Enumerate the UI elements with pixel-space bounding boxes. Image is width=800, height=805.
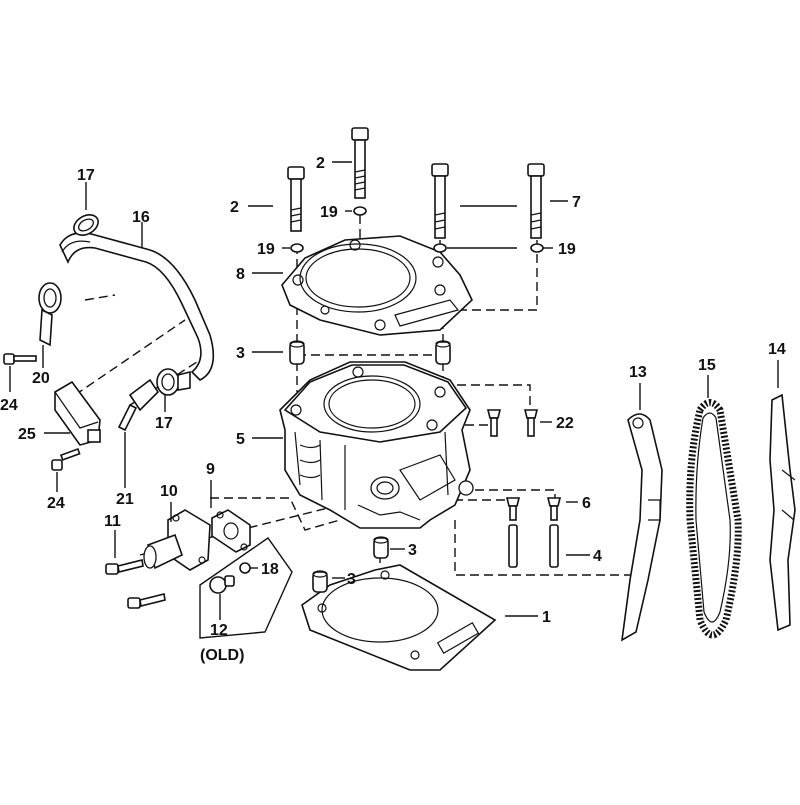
callout-20: 20: [32, 370, 50, 387]
old-parts-inset: [199, 537, 293, 639]
part-22-small-bolts: [486, 409, 539, 437]
callout-16: 16: [132, 209, 150, 226]
callout-8: 8: [236, 266, 245, 283]
part-5-cylinder-block: [279, 361, 474, 529]
part-15-timing-chain: [686, 399, 742, 639]
part-13-chain-guide: [620, 413, 663, 642]
part-7-bolts: [431, 163, 545, 239]
callout-12: 12: [210, 622, 228, 639]
callout-7: 7: [572, 194, 581, 211]
old-version-label: (OLD): [200, 647, 244, 664]
part-20-bracket: [38, 282, 62, 347]
callout-22: 22: [556, 415, 574, 432]
callout-2: 2: [230, 199, 239, 216]
callout-4: 4: [593, 548, 602, 565]
part-3-dowel-pins: [289, 340, 451, 593]
part-9-tensioner-gasket: [211, 509, 251, 553]
callout-3: 3: [236, 345, 245, 362]
callout-21: 21: [116, 491, 134, 508]
callout-19: 19: [320, 204, 338, 221]
callout-17: 17: [77, 167, 95, 184]
callout-2: 2: [316, 155, 325, 172]
callout-13: 13: [629, 364, 647, 381]
part-21-sensor: [117, 378, 160, 432]
part-2-bolts: [287, 127, 369, 232]
part-10-tensioner: [143, 509, 211, 571]
callout-3: 3: [347, 571, 356, 588]
part-14-tensioner-guide: [769, 393, 796, 632]
part-11-bolts: [105, 559, 166, 609]
callout-17: 17: [155, 415, 173, 432]
part-19-washers: [290, 206, 544, 253]
callout-11: 11: [104, 513, 121, 530]
part-17-hose-clamps: [73, 214, 191, 396]
part-16-hose: [59, 232, 215, 381]
callout-14: 14: [768, 341, 786, 358]
callout-24: 24: [0, 397, 18, 414]
callout-9: 9: [206, 461, 215, 478]
part-6-bolts: [505, 497, 562, 521]
callout-19: 19: [558, 241, 576, 258]
callout-10: 10: [160, 483, 178, 500]
part-4-studs: [508, 524, 559, 568]
callout-6: 6: [582, 495, 591, 512]
callout-15: 15: [698, 357, 716, 374]
callout-1: 1: [542, 609, 551, 626]
callout-24: 24: [47, 495, 65, 512]
callout-18: 18: [261, 561, 279, 578]
leader-lines: [9, 161, 779, 620]
part-25-module: [54, 380, 101, 446]
part-1-base-gasket: [301, 564, 497, 671]
callout-5: 5: [236, 431, 245, 448]
callout-labels: 1 2 2 3 3 3 4 5 6 7 8 9 10 11 12 13 14 1…: [0, 155, 786, 664]
callout-19: 19: [257, 241, 275, 258]
part-24-screws: [3, 353, 81, 471]
part-8-head-gasket: [281, 235, 473, 336]
callout-3: 3: [408, 542, 417, 559]
callout-25: 25: [18, 426, 36, 443]
